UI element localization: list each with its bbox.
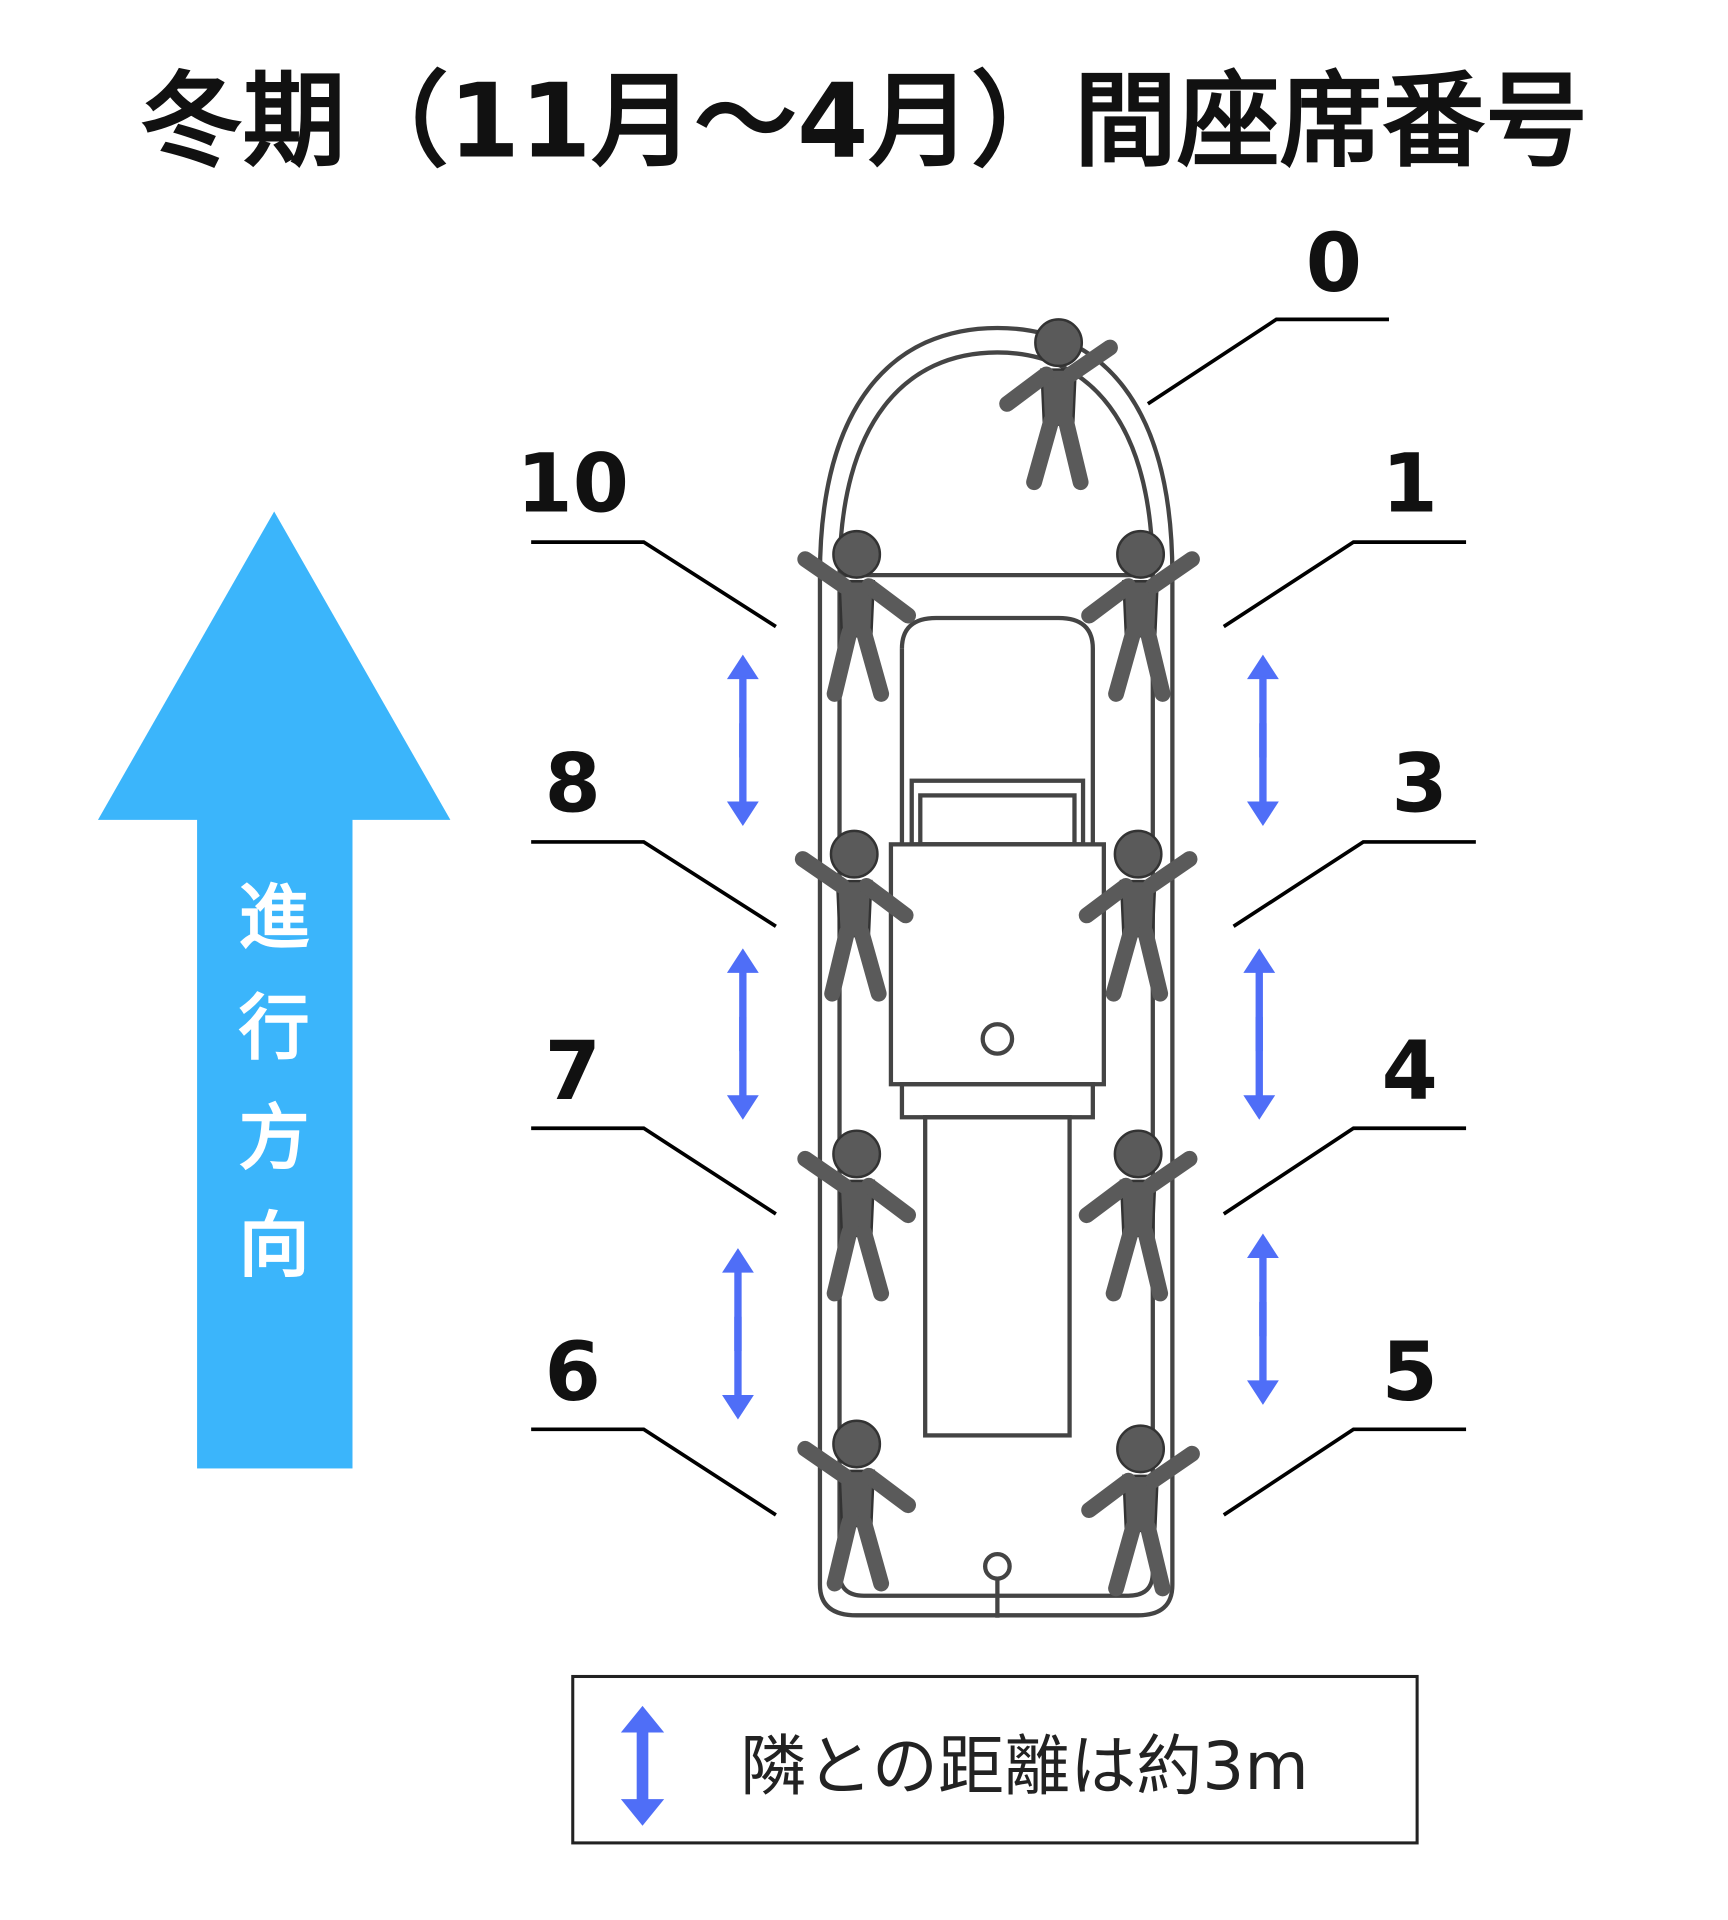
double-arrow-icon bbox=[1247, 1233, 1279, 1404]
seat-4: 4 bbox=[1087, 1025, 1467, 1294]
person-icon bbox=[1007, 319, 1110, 482]
direction-char: 進 bbox=[239, 876, 310, 959]
seat-number: 10 bbox=[517, 438, 629, 532]
direction-char: 方 bbox=[239, 1097, 310, 1180]
seat-number: 8 bbox=[545, 737, 601, 831]
seat-number: 6 bbox=[545, 1326, 601, 1420]
seat-8: 8 bbox=[531, 737, 905, 993]
legend-text: 隣との距離は約3m bbox=[740, 1728, 1308, 1805]
seat-0: 0 bbox=[1007, 217, 1389, 482]
double-arrow-icon bbox=[727, 948, 759, 1119]
seat-3: 3 bbox=[1087, 737, 1476, 993]
direction-arrow: 進 行 方 向 bbox=[97, 511, 451, 1469]
legend: 隣との距離は約3m bbox=[571, 1674, 1419, 1845]
double-arrow-icon bbox=[1243, 948, 1275, 1119]
seat-number: 5 bbox=[1382, 1326, 1438, 1420]
seat-6: 6 bbox=[531, 1326, 908, 1584]
double-arrow-icon bbox=[722, 1248, 754, 1419]
seat-10: 10 bbox=[517, 438, 908, 694]
seat-number: 7 bbox=[545, 1025, 601, 1119]
distance-arrows bbox=[722, 655, 1279, 1420]
person-icon bbox=[1089, 1426, 1192, 1589]
seat-number: 4 bbox=[1382, 1025, 1438, 1119]
seat-number: 1 bbox=[1382, 438, 1438, 532]
boat-outline bbox=[817, 325, 1175, 1618]
direction-char: 行 bbox=[239, 986, 310, 1069]
seat-number: 0 bbox=[1306, 217, 1362, 311]
direction-char: 向 bbox=[239, 1204, 310, 1287]
double-arrow-icon bbox=[727, 655, 759, 826]
seat-7: 7 bbox=[531, 1025, 908, 1294]
seat-number: 3 bbox=[1391, 737, 1447, 831]
person-icon bbox=[1089, 531, 1192, 694]
double-arrow-icon bbox=[1247, 655, 1279, 826]
page-title: 冬期（11月〜4月）間座席番号 bbox=[140, 63, 1588, 182]
seat-5: 5 bbox=[1089, 1326, 1467, 1589]
seat-1: 1 bbox=[1089, 438, 1467, 694]
